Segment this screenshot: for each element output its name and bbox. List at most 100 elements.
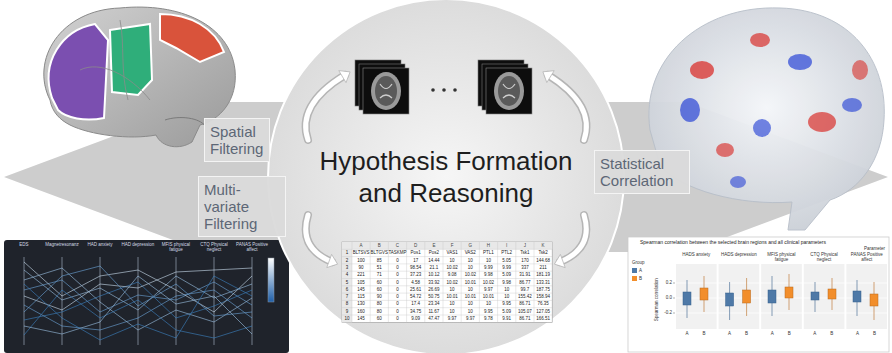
chart-label: Parameter bbox=[835, 246, 885, 252]
glass-brain bbox=[649, 8, 884, 230]
table-cell: Tsk1 bbox=[516, 249, 534, 256]
axis-label: HAD depression bbox=[119, 242, 157, 247]
table-cell: 9 bbox=[342, 308, 352, 315]
legend-swatch bbox=[632, 268, 637, 273]
table-cell: 80 bbox=[370, 308, 388, 315]
table-cell: 0 bbox=[388, 286, 406, 293]
table-cell: 71 bbox=[370, 271, 388, 278]
table-cell: 10.12 bbox=[425, 271, 443, 278]
axis-label: MFIS physical fatigue bbox=[157, 242, 195, 252]
table-cell: 5.09 bbox=[498, 308, 516, 315]
table-cell: PTL2 bbox=[498, 249, 516, 256]
table-cell: 155.42 bbox=[516, 293, 534, 300]
table-cell: 4 bbox=[342, 271, 352, 278]
chart-label: A bbox=[851, 331, 863, 337]
table-cell: 10.01 bbox=[479, 293, 497, 300]
table-cell: 10 bbox=[498, 293, 516, 300]
axis-label: HAD anxiety bbox=[81, 242, 119, 247]
chart-label: A bbox=[766, 331, 778, 337]
boxplot-chart bbox=[628, 237, 889, 352]
chart-label: A bbox=[724, 331, 736, 337]
table-cell: 133.31 bbox=[534, 279, 552, 286]
table-cell: PTL1 bbox=[479, 249, 497, 256]
table-cell: 115 bbox=[352, 293, 370, 300]
curved-arrows bbox=[306, 71, 587, 268]
table-cell: 144.68 bbox=[534, 257, 552, 264]
table-cell: 11.67 bbox=[425, 308, 443, 315]
table-cell: 9.95 bbox=[479, 308, 497, 315]
table-cell: 181.19 bbox=[534, 271, 552, 278]
table-cell: 4.58 bbox=[407, 279, 425, 286]
table-cell: 33.92 bbox=[425, 279, 443, 286]
table-cell: 37.23 bbox=[407, 271, 425, 278]
table-cell: 17.4 bbox=[407, 300, 425, 307]
table-cell: 10 bbox=[461, 308, 479, 315]
filter-box: Spatial Filtering bbox=[204, 118, 270, 162]
parallel-coordinates-panel bbox=[4, 240, 289, 353]
table-cell: 10.02 bbox=[443, 264, 461, 271]
table-cell: 8 bbox=[342, 300, 352, 307]
table-cell: 76.35 bbox=[534, 300, 552, 307]
table-cell: 105 bbox=[352, 279, 370, 286]
table-cell: 86.71 bbox=[516, 315, 534, 322]
table-cell: VAS1 bbox=[443, 249, 461, 256]
table-cell: 0 bbox=[388, 271, 406, 278]
table-cell: 60 bbox=[370, 286, 388, 293]
table-cell: 187.75 bbox=[534, 286, 552, 293]
table-cell: 130 bbox=[352, 300, 370, 307]
axis-label: PANAS Positive affect bbox=[233, 242, 271, 252]
table-cell: 3 bbox=[342, 264, 352, 271]
table-cell: 158.94 bbox=[534, 293, 552, 300]
table-cell: 51 bbox=[370, 264, 388, 271]
table-cell: H bbox=[479, 242, 497, 249]
table-cell: 10 bbox=[443, 300, 461, 307]
table-cell: 9.98 bbox=[479, 271, 497, 278]
node-text: Statistical Correlation bbox=[600, 155, 684, 189]
table-cell: 145 bbox=[352, 315, 370, 322]
table-cell: 10.02 bbox=[479, 279, 497, 286]
table-cell: 10 bbox=[479, 300, 497, 307]
table-cell: 0 bbox=[388, 315, 406, 322]
table-cell: 10 bbox=[479, 257, 497, 264]
table-cell: 10 bbox=[443, 308, 461, 315]
table-cell: 60 bbox=[370, 315, 388, 322]
table-cell: F bbox=[443, 242, 461, 249]
table-cell: G bbox=[461, 242, 479, 249]
table-cell: 85 bbox=[370, 257, 388, 264]
table-cell: 9.99 bbox=[498, 264, 516, 271]
table-cell: 9.98 bbox=[498, 279, 516, 286]
table-cell: 0 bbox=[388, 279, 406, 286]
table-cell: BLTGVS bbox=[370, 249, 388, 256]
table-cell: 9.97 bbox=[479, 286, 497, 293]
table-cell: 80 bbox=[370, 300, 388, 307]
table-cell: 60 bbox=[370, 279, 388, 286]
table-cell: 50.75 bbox=[425, 293, 443, 300]
axis-label: CTQ Physical neglect bbox=[195, 242, 233, 252]
table-cell: Pos2 bbox=[425, 249, 443, 256]
spreadsheet bbox=[342, 242, 552, 322]
table-cell: B bbox=[370, 242, 388, 249]
axis-label: EDS bbox=[5, 242, 43, 247]
table-cell: 166.51 bbox=[534, 315, 552, 322]
chart-label: A bbox=[681, 331, 693, 337]
table-cell: 5 bbox=[342, 279, 352, 286]
chart-label: 0.2 bbox=[660, 280, 672, 286]
table-cell: 145 bbox=[352, 286, 370, 293]
chart-label: PANAS Positive affect bbox=[845, 252, 888, 263]
table-cell: 9.91 bbox=[498, 315, 516, 322]
table-cell: 9.08 bbox=[443, 271, 461, 278]
table-cell: TASKMP bbox=[388, 249, 406, 256]
table-cell: 0 bbox=[388, 293, 406, 300]
node-text: Spatial Filtering bbox=[210, 123, 264, 157]
table-cell: VAS2 bbox=[461, 249, 479, 256]
table-cell: 337 bbox=[516, 264, 534, 271]
chart-label: Spearman correlation between the selecte… bbox=[640, 239, 826, 245]
chart-label: B bbox=[868, 331, 880, 337]
chart-label: CTQ Physical neglect bbox=[803, 252, 846, 263]
chart-label: -0.2 bbox=[660, 310, 672, 316]
table-cell: 9.09 bbox=[407, 315, 425, 322]
chart-label: B bbox=[783, 331, 795, 337]
table-cell: 9.78 bbox=[479, 315, 497, 322]
table-cell: 10 bbox=[461, 300, 479, 307]
